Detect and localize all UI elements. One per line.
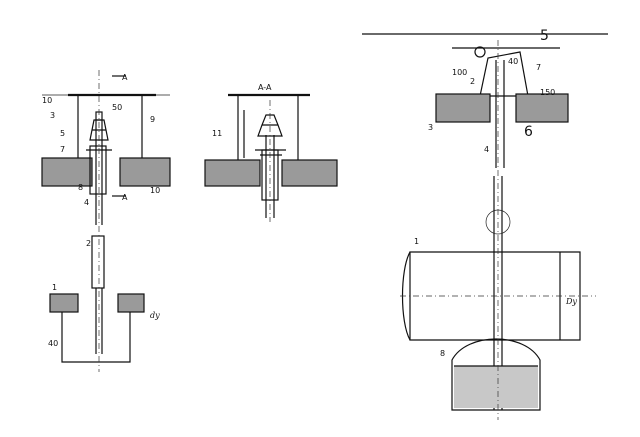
right-dim-150: 150 [540, 88, 555, 97]
right-tank [451, 338, 541, 411]
right-callout-4: 4 [484, 145, 489, 154]
right-callout-8: 8 [440, 349, 445, 358]
middle-view: A-A 11 [204, 83, 338, 222]
left-mark-a-top: A [122, 73, 128, 82]
left-callout-2: 2 [86, 239, 91, 248]
left-callout-9: 9 [150, 115, 155, 124]
left-callout-1: 1 [52, 283, 57, 292]
left-slab-left [41, 157, 93, 187]
right-top-mark: 5 [540, 28, 549, 44]
left-tank [61, 296, 131, 363]
left-view: A A 10 50 40 dy 1 2 3 4 5 7 8 9 10 [41, 70, 171, 372]
right-callout-2: 2 [470, 77, 475, 86]
right-main-pipe [409, 251, 581, 341]
right-callout-6: 6 [524, 124, 533, 140]
right-dim-100: 100 [452, 68, 467, 77]
right-callout-1: 1 [414, 237, 419, 246]
right-callout-7: 7 [536, 63, 541, 72]
left-callout-8: 8 [78, 183, 83, 192]
left-mark-a-bottom: A [122, 193, 128, 202]
left-dim-dy: dy [150, 311, 160, 320]
middle-title: A-A [258, 83, 272, 92]
left-slab-right [119, 157, 171, 187]
left-callout-10: 10 [150, 186, 160, 195]
right-dim-dy: Dy [565, 297, 577, 306]
left-dim-50: 50 [112, 103, 122, 112]
left-dim-40: 40 [48, 339, 58, 348]
left-lower-pipe [91, 235, 105, 289]
left-callout-3: 3 [50, 111, 55, 120]
left-valve [89, 119, 109, 141]
right-dim-40: 40 [508, 57, 518, 66]
left-dim-10: 10 [42, 96, 52, 105]
middle-callout-11: 11 [212, 129, 222, 138]
middle-valve [257, 114, 283, 137]
right-view: 5 100 40 150 Dy 1 2 3 4 6 7 8 [362, 28, 608, 420]
left-sleeve [89, 145, 107, 195]
left-callout-4: 4 [84, 198, 89, 207]
left-callout-7: 7 [60, 145, 65, 154]
left-callout-5: 5 [60, 129, 65, 138]
right-callout-3: 3 [428, 123, 433, 132]
right-cover [479, 51, 529, 97]
